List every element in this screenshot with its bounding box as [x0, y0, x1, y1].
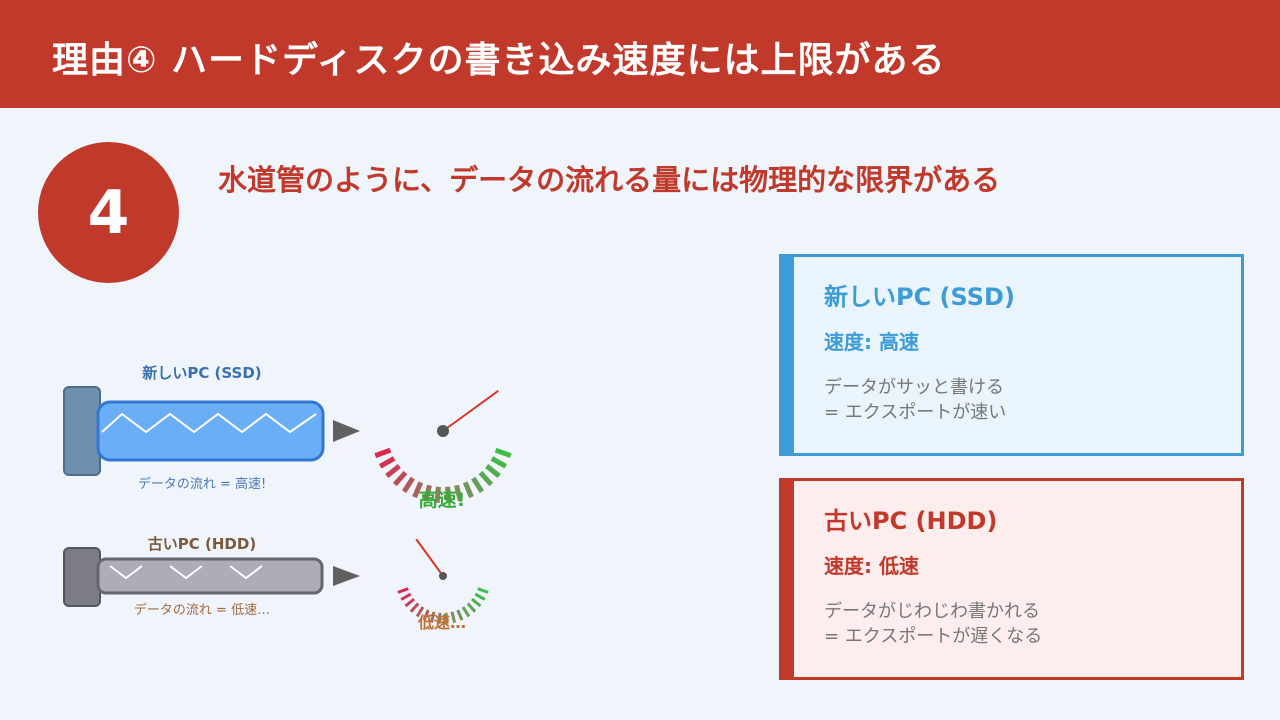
ssd-card-desc-line2: = エクスポートが速い — [824, 402, 1007, 423]
gauge-tick — [471, 476, 485, 493]
ssd-pipe — [63, 386, 325, 476]
ssd-card-speed: 速度: 高速 — [824, 330, 919, 354]
gauge-tick — [462, 481, 474, 499]
ssd-speed-gauge — [374, 389, 512, 504]
gauge-tick — [397, 587, 409, 594]
hdd-card-desc-line2: = エクスポートが遅くなる — [824, 626, 1043, 647]
gauge-tick — [374, 447, 392, 458]
gauge-tick — [422, 609, 430, 621]
gauge-tick — [400, 592, 412, 601]
gauge-tick — [456, 609, 464, 621]
ssd-card-title: 新しいPC (SSD) — [824, 283, 1015, 311]
gauge-tick — [474, 592, 486, 601]
ssd-card-desc-line1: データがサッと書ける — [824, 377, 1004, 398]
gauge-tick — [404, 597, 416, 608]
hdd-card-desc-line1: データがじわじわ書かれる — [824, 601, 1040, 622]
hdd-flow-arrow-icon — [333, 566, 360, 586]
gauge-tick — [437, 612, 442, 624]
hdd-pipe-label: 古いPC (HDD) — [148, 535, 256, 553]
gauge-tick — [470, 597, 482, 608]
hdd-card-speed: 速度: 低速 — [824, 554, 919, 578]
hdd-card-title: 古いPC (HDD) — [824, 507, 998, 535]
gauge-tick — [454, 484, 463, 502]
subtitle: 水道管のように、データの流れる量には物理的な限界がある — [218, 163, 1001, 197]
gauge-hub — [439, 572, 447, 580]
ssd-pipe-label: 新しいPC (SSD) — [142, 364, 261, 382]
gauge-tick — [434, 486, 441, 504]
ssd-flow-arrow-icon — [333, 420, 360, 442]
gauge-tick — [409, 602, 420, 613]
ssd-gauge-label: 高速! — [419, 488, 466, 511]
header-bar: 理由④ ハードディスクの書き込み速度には上限がある — [0, 0, 1280, 108]
gauge-tick — [494, 447, 512, 458]
gauge-tick — [477, 587, 489, 594]
gauge-tick — [423, 484, 432, 502]
ssd-pipe-caption: データの流れ = 高速! — [138, 476, 266, 492]
gauge-tick — [412, 481, 424, 499]
gauge-tick — [415, 606, 425, 618]
hdd-speed-gauge — [397, 538, 489, 624]
hdd-pipe-caption: データの流れ = 低速… — [134, 602, 270, 618]
gauge-tick — [444, 612, 449, 624]
gauge-tick — [461, 606, 471, 618]
gauge-hub — [437, 425, 449, 437]
hdd-info-card: 古いPC (HDD) 速度: 低速 データがじわじわ書かれる = エクスポートが… — [779, 478, 1244, 680]
pipe-illustration: 新しいPC (SSD) データの流れ = 高速! 高速! 古いPC (HDD) … — [63, 364, 512, 632]
gauge-needle — [415, 538, 444, 577]
reason-number-badge: 4 — [38, 142, 179, 283]
gauge-tick — [401, 476, 415, 493]
gauge-tick — [378, 456, 396, 469]
gauge-tick — [385, 464, 401, 478]
gauge-tick — [490, 456, 508, 469]
hdd-pipe — [63, 547, 324, 607]
hdd-gauge-label: 低速… — [417, 613, 466, 632]
gauge-tick — [485, 464, 501, 478]
gauge-tick — [450, 611, 457, 623]
page-title: 理由④ ハードディスクの書き込み速度には上限がある — [52, 40, 946, 81]
ssd-info-card: 新しいPC (SSD) 速度: 高速 データがサッと書ける = エクスポートが速… — [779, 254, 1244, 456]
gauge-tick — [466, 602, 477, 613]
gauge-tick — [478, 470, 494, 487]
gauge-tick — [429, 611, 436, 623]
gauge-tick — [445, 486, 452, 504]
gauge-needle — [442, 389, 499, 432]
gauge-tick — [392, 470, 408, 487]
